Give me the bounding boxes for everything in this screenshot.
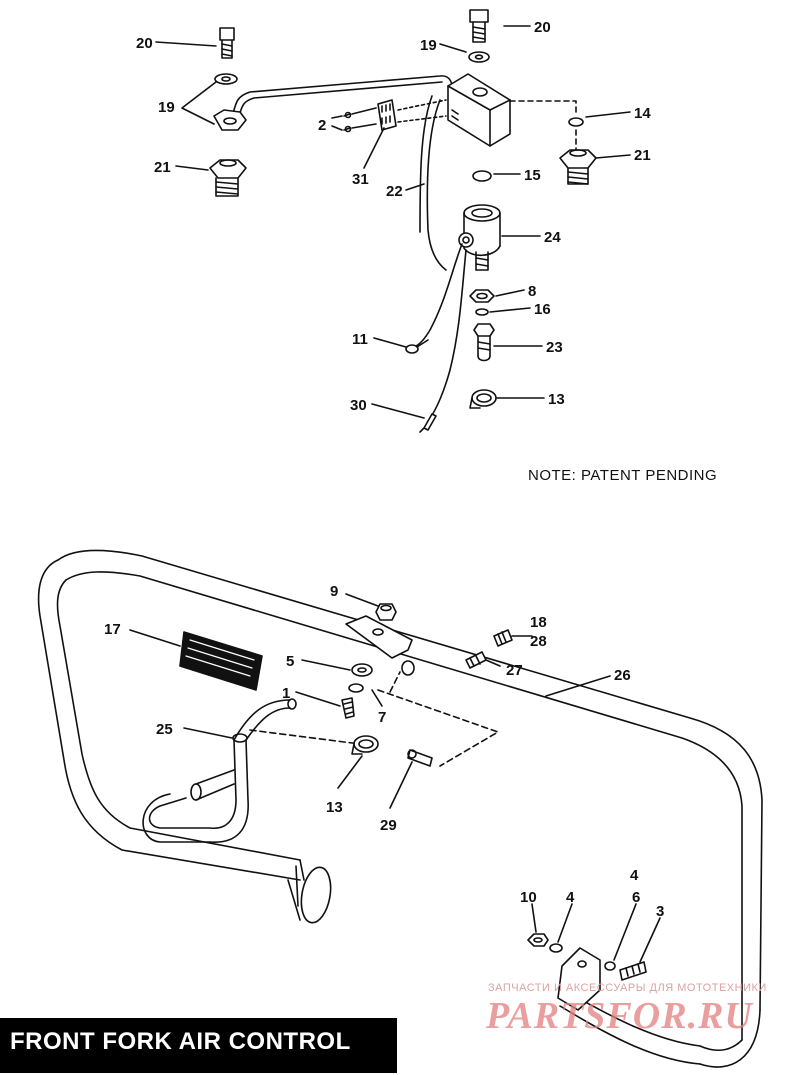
- o-ring-part-15: [472, 170, 492, 182]
- lockwasher-part-7: [348, 683, 364, 693]
- callout-13-lower: 13: [326, 799, 343, 816]
- nut-part-9: [375, 603, 397, 621]
- callout-29: 29: [380, 817, 397, 834]
- fitting-nut-part-21-left: [209, 159, 247, 197]
- page-title: FRONT FORK AIR CONTROL: [10, 1028, 351, 1055]
- callout-16: 16: [534, 301, 551, 318]
- nut-part-10: [527, 933, 549, 947]
- valve-core-part-18: [493, 629, 513, 647]
- callout-1: 1: [282, 685, 290, 702]
- callout-17: 17: [104, 621, 121, 638]
- mount-bracket: [345, 615, 415, 676]
- air-line-tube: [231, 75, 453, 119]
- callout-4-left: 4: [566, 889, 575, 906]
- callout-20-left: 20: [136, 35, 153, 52]
- connector-block-part-31: [377, 99, 397, 131]
- callout-24: 24: [544, 229, 561, 246]
- screw-part-3: [619, 961, 647, 981]
- screw-part-1: [341, 697, 355, 719]
- hose-part-25: [142, 698, 297, 843]
- bolt-part-20-right: [469, 9, 489, 43]
- jam-nut-part-8: [469, 289, 495, 303]
- callout-8: 8: [528, 283, 536, 300]
- patent-note: NOTE: PATENT PENDING: [528, 467, 717, 484]
- callout-14: 14: [634, 105, 651, 122]
- mount-plate-left: [287, 859, 332, 924]
- callout-20-right: 20: [534, 19, 551, 36]
- callout-4-right: 4: [630, 867, 639, 884]
- mount-plate-right: [557, 947, 601, 1011]
- callout-11: 11: [352, 331, 368, 348]
- callout-31: 31: [352, 171, 369, 188]
- callout-22: 22: [386, 183, 403, 200]
- hose-part-22: [426, 99, 447, 271]
- callout-15: 15: [524, 167, 541, 184]
- o-ring-part-16: [475, 308, 489, 316]
- callout-19-right: 19: [420, 37, 437, 54]
- callout-10: 10: [520, 889, 537, 906]
- washer-part-5: [351, 663, 373, 677]
- callout-25: 25: [156, 721, 173, 738]
- callout-19-left: 19: [158, 99, 175, 116]
- callout-26: 26: [614, 667, 631, 684]
- callout-18: 18: [530, 614, 547, 631]
- callout-27: 27: [506, 662, 523, 679]
- washer-part-19-upper: [214, 73, 238, 85]
- callout-5: 5: [286, 653, 294, 670]
- callout-21-left: 21: [154, 159, 171, 176]
- callout-labels: 20 19 19 21 2 31 22 20 19 14 21 15 24 8 …: [104, 19, 717, 920]
- washer-part-19-right: [468, 51, 490, 63]
- decal-part-17: [179, 631, 263, 691]
- fitting-part-23: [473, 323, 495, 362]
- callout-21-right: 21: [634, 147, 651, 164]
- manifold-block: [447, 73, 511, 147]
- ring-terminal-part-11: [405, 339, 429, 354]
- connector-terminals-part-2: [343, 107, 377, 133]
- bumper-tube-part-26: [37, 549, 763, 1068]
- callout-9: 9: [330, 583, 338, 600]
- bolt-part-20-left: [219, 27, 235, 59]
- callout-30: 30: [350, 397, 367, 414]
- wire-connector-part-30: [419, 413, 437, 433]
- callout-2: 2: [318, 117, 326, 134]
- callout-3: 3: [656, 903, 664, 920]
- watermark-logo: PARTSFOR.RU: [486, 995, 753, 1037]
- fitting-part-27: [465, 651, 487, 669]
- callout-13-upper: 13: [548, 391, 565, 408]
- tube-nut-part-19: [213, 109, 247, 131]
- washer-part-6: [604, 961, 616, 971]
- callout-6: 6: [632, 889, 640, 906]
- callout-28: 28: [530, 633, 547, 650]
- hose-clamp-part-13-upper: [469, 389, 497, 409]
- hose-clamp-part-13-lower: [351, 735, 379, 755]
- washer-part-4-left: [549, 943, 563, 953]
- callout-23: 23: [546, 339, 563, 356]
- title-banner: FRONT FORK AIR CONTROL: [0, 1018, 397, 1073]
- fitting-part-29: [407, 749, 433, 767]
- fitting-nut-part-21-right: [559, 149, 597, 185]
- callout-7: 7: [378, 709, 386, 726]
- o-ring-part-14: [568, 117, 584, 127]
- watermark-tagline: ЗАПЧАСТИ И АКСЕССУАРЫ ДЛЯ МОТОТЕХНИКИ: [488, 982, 767, 994]
